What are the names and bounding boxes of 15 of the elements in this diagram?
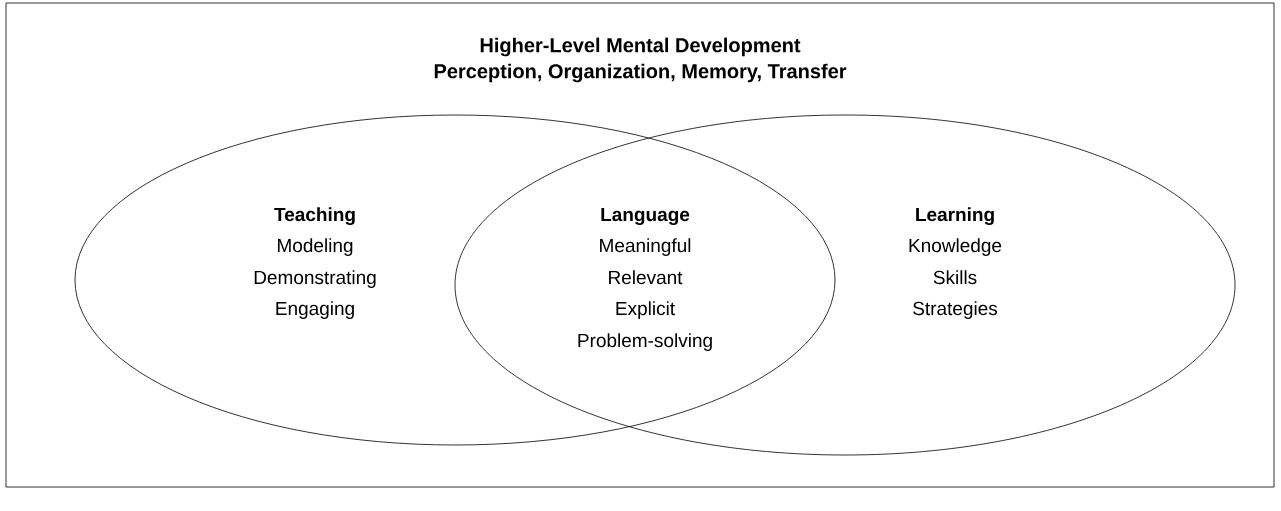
list-item: Knowledge	[909, 238, 1002, 256]
heading: Language	[601, 207, 690, 226]
list-item: Engaging	[276, 301, 354, 319]
list-item: Explicit	[616, 301, 675, 319]
list-item: Skills	[933, 270, 977, 285]
list-item: Problem-solving	[578, 333, 712, 351]
heading: Teaching	[274, 207, 355, 226]
list-item: Meaningful	[600, 238, 691, 256]
list-item: Modeling	[278, 238, 353, 256]
heading: Learning	[916, 207, 994, 226]
heading: Perception, Organization, Memory, Transfer	[434, 63, 847, 83]
heading: Higher-Level Mental Development	[480, 37, 801, 57]
list-item: Strategies	[913, 301, 998, 319]
list-item: Relevant	[609, 270, 683, 285]
list-item: Demonstrating	[254, 270, 376, 288]
